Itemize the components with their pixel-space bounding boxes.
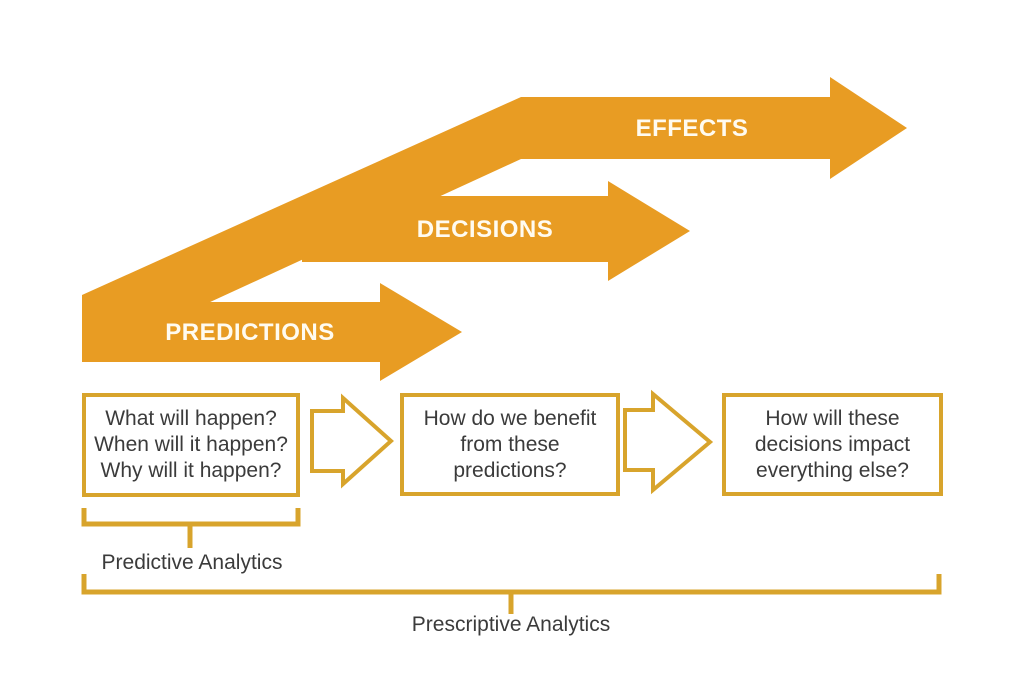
question-line: decisions impact [754, 432, 911, 456]
question-box-predictions: What will happen? When will it happen? W… [82, 393, 300, 497]
question-line: When will it happen? [94, 433, 288, 456]
decisions-arrow-label: DECISIONS [417, 216, 554, 243]
question-line: How do we benefit [423, 406, 597, 430]
predictions-arrow-label: PREDICTIONS [165, 319, 335, 346]
question-line: What will happen? [105, 407, 277, 430]
question-line: Why will it happen? [100, 459, 282, 482]
question-line: How will these [765, 406, 900, 430]
effects-arrow-label: EFFECTS [636, 115, 749, 142]
predictive-analytics-label: Predictive Analytics [101, 551, 283, 574]
connector-arrow-icon-1 [310, 393, 394, 489]
prescriptive-analytics-label: Prescriptive Analytics [411, 613, 611, 636]
prescriptive-analytics-bracket [81, 574, 942, 614]
question-line: predictions? [453, 458, 567, 482]
decisions-arrow [302, 181, 690, 281]
ascending-band [82, 97, 521, 361]
effects-arrow [521, 77, 907, 179]
question-line: everything else? [756, 458, 909, 482]
connector-arrow-icon-2 [623, 389, 714, 495]
predictive-analytics-bracket [81, 508, 301, 548]
predictions-arrow [82, 283, 462, 381]
question-line: from these [460, 432, 560, 456]
question-box-effects: How will these decisions impact everythi… [722, 393, 943, 496]
question-box-decisions: How do we benefit from these predictions… [400, 393, 620, 496]
